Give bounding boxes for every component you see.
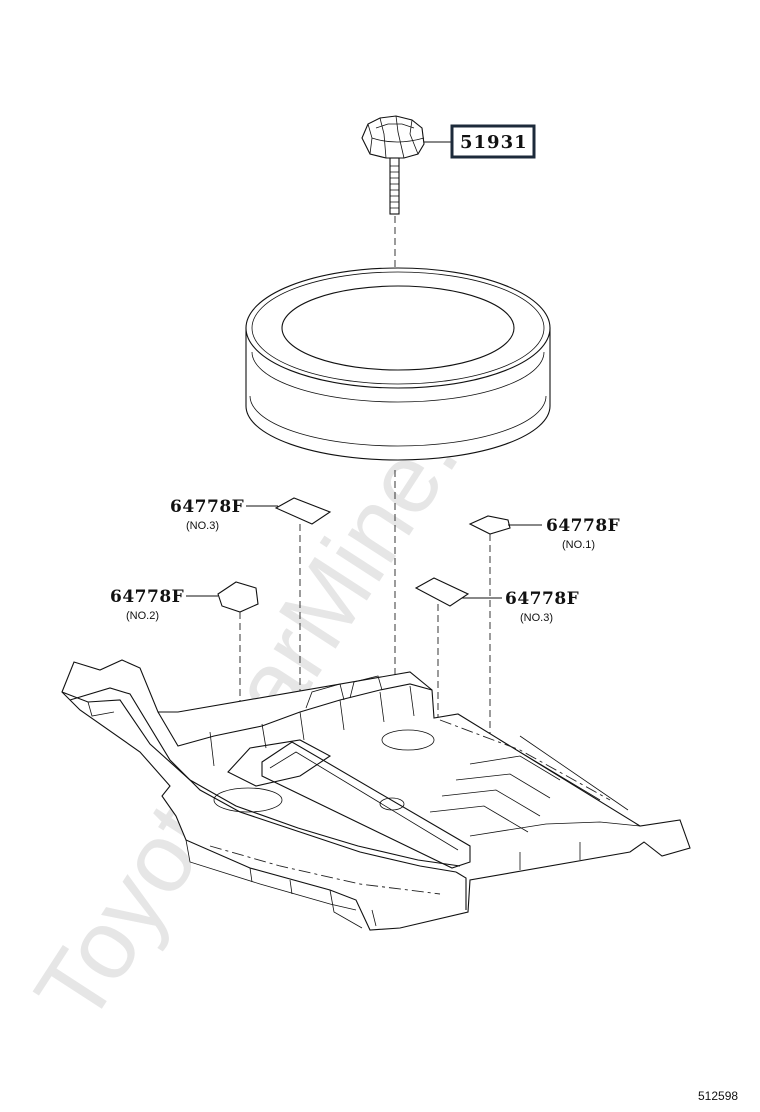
- sticker-no3-left[interactable]: [246, 497, 332, 760]
- part-label-64778f-no3-right[interactable]: 64778F (NO.3): [505, 589, 579, 624]
- sticker-no1[interactable]: [468, 515, 542, 738]
- part-label-51931[interactable]: 51931: [450, 124, 536, 159]
- part-number: 64778F: [110, 587, 184, 607]
- part-label-64778f-no1[interactable]: 64778F (NO.1): [546, 516, 620, 551]
- part-label-64778f-no2[interactable]: 64778F (NO.2): [110, 587, 184, 622]
- part-note: (NO.2): [126, 610, 159, 622]
- part-number: 64778F: [505, 589, 579, 609]
- part-number-51931: 51931: [460, 132, 528, 153]
- wheel-clamp-bolt[interactable]: [361, 115, 452, 215]
- part-note: (NO.3): [186, 520, 219, 532]
- part-label-64778f-no3-left[interactable]: 64778F (NO.3): [170, 497, 244, 532]
- part-note: (NO.1): [562, 539, 595, 551]
- rear-floor-pan: [61, 659, 691, 931]
- part-number: 64778F: [170, 497, 244, 517]
- spare-tire[interactable]: [245, 267, 551, 461]
- part-number: 64778F: [546, 516, 620, 536]
- part-note: (NO.3): [520, 612, 553, 624]
- figure-number: 512598: [698, 1089, 738, 1103]
